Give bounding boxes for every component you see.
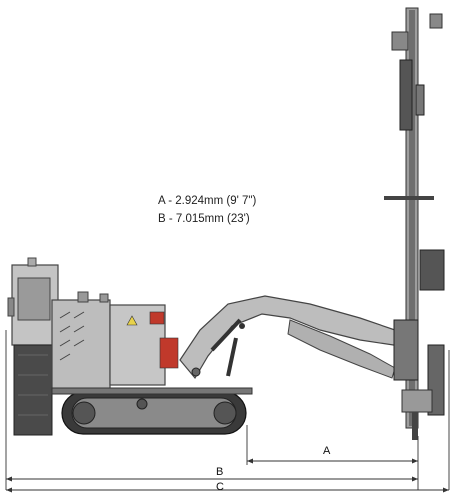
- crawler-tracks: [51, 387, 253, 435]
- engine-housing: [51, 291, 179, 391]
- drill-mast: [384, 7, 445, 440]
- operator-cab: [7, 257, 59, 346]
- boom-arm: [179, 295, 401, 380]
- dimension-label-a: A: [323, 445, 331, 457]
- dimension-label-b: B: [216, 466, 224, 478]
- dimension-label-c: C: [216, 481, 224, 493]
- spec-line-b: B - 7.015mm (23'): [158, 213, 250, 225]
- dimension-arrowheads: [6, 458, 449, 493]
- counterweight: [13, 344, 53, 436]
- spec-line-a: A - 2.924mm (9' 7"): [158, 195, 257, 207]
- dimension-lines: [5, 330, 450, 491]
